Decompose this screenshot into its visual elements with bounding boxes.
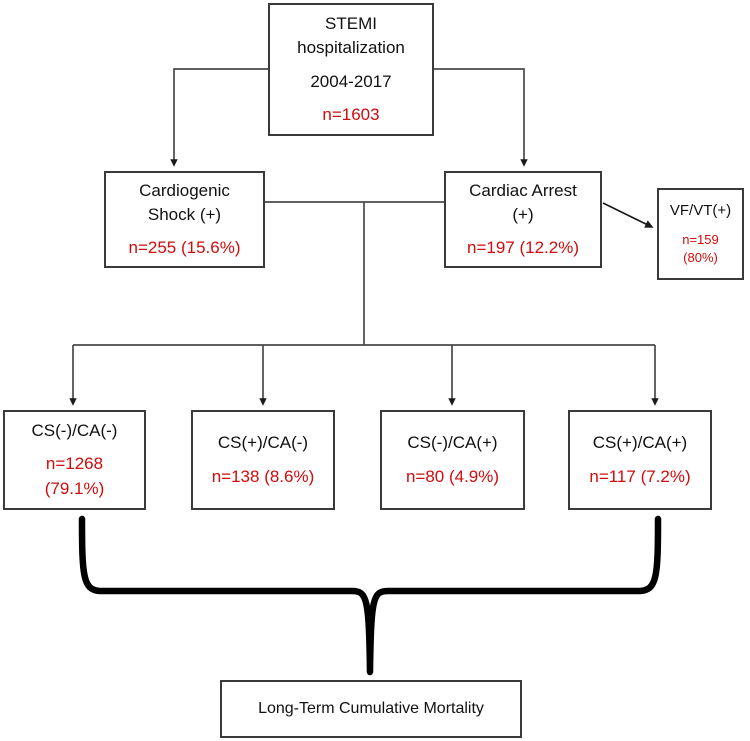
- node-long-term-cumulative-mortality[interactable]: Long-Term Cumulative Mortality: [220, 680, 522, 738]
- group1-count: n=1268: [45, 454, 104, 474]
- cardiac-arrest-count: n=197 (12.2%): [467, 238, 579, 258]
- node-group-cs-neg-ca-pos[interactable]: CS(-)/CA(+) n=80 (4.9%): [380, 410, 525, 510]
- group3-count: n=80 (4.9%): [405, 466, 500, 486]
- group1-label: CS(-)/CA(-): [31, 421, 118, 441]
- vf-vt-count: n=159: [682, 231, 719, 247]
- group4-label: CS(+)/CA(+): [592, 433, 688, 453]
- stemi-line-2: hospitalization: [297, 38, 405, 58]
- vf-vt-percent: (80%): [683, 250, 718, 266]
- group2-label: CS(+)/CA(-): [217, 433, 309, 453]
- cardiogenic-shock-count: n=255 (15.6%): [128, 238, 241, 258]
- edge-stemi-to-cardiogenic-shock: [170, 68, 268, 167]
- edge-cardiac-arrest-to-vfvt: [602, 202, 654, 228]
- stemi-count: n=1603: [322, 104, 380, 124]
- group4-count: n=117 (7.2%): [589, 466, 691, 486]
- node-group-cs-pos-ca-neg[interactable]: CS(+)/CA(-) n=138 (8.6%): [191, 410, 335, 510]
- brace-subgroups-to-outcome: [78, 515, 662, 676]
- group1-percent: (79.1%): [44, 478, 105, 498]
- vf-vt-label: VF/VT(+): [669, 202, 732, 220]
- group2-count: n=138 (8.6%): [211, 466, 315, 486]
- stemi-line-1: STEMI: [325, 14, 377, 34]
- group3-label: CS(-)/CA(+): [407, 433, 498, 453]
- edge-bus-to-subgroups: [69, 344, 659, 406]
- edge-cs-ca-join: [265, 201, 444, 345]
- node-group-cs-pos-ca-pos[interactable]: CS(+)/CA(+) n=117 (7.2%): [568, 410, 712, 510]
- outcome-label: Long-Term Cumulative Mortality: [258, 699, 484, 717]
- cardiac-arrest-line-2: (+): [512, 204, 534, 224]
- edge-stemi-to-cardiac-arrest: [434, 68, 528, 167]
- node-cardiogenic-shock[interactable]: Cardiogenic Shock (+) n=255 (15.6%): [104, 171, 265, 268]
- cardiogenic-shock-line-2: Shock (+): [147, 204, 222, 224]
- stemi-years: 2004-2017: [310, 71, 392, 91]
- cardiac-arrest-line-1: Cardiac Arrest: [469, 180, 577, 200]
- node-stemi-hospitalization[interactable]: STEMI hospitalization 2004-2017 n=1603: [268, 3, 434, 136]
- node-group-cs-neg-ca-neg[interactable]: CS(-)/CA(-) n=1268 (79.1%): [3, 410, 146, 510]
- node-cardiac-arrest[interactable]: Cardiac Arrest (+) n=197 (12.2%): [444, 171, 602, 268]
- node-vf-vt[interactable]: VF/VT(+) n=159 (80%): [657, 188, 744, 280]
- cardiogenic-shock-line-1: Cardiogenic: [139, 180, 230, 200]
